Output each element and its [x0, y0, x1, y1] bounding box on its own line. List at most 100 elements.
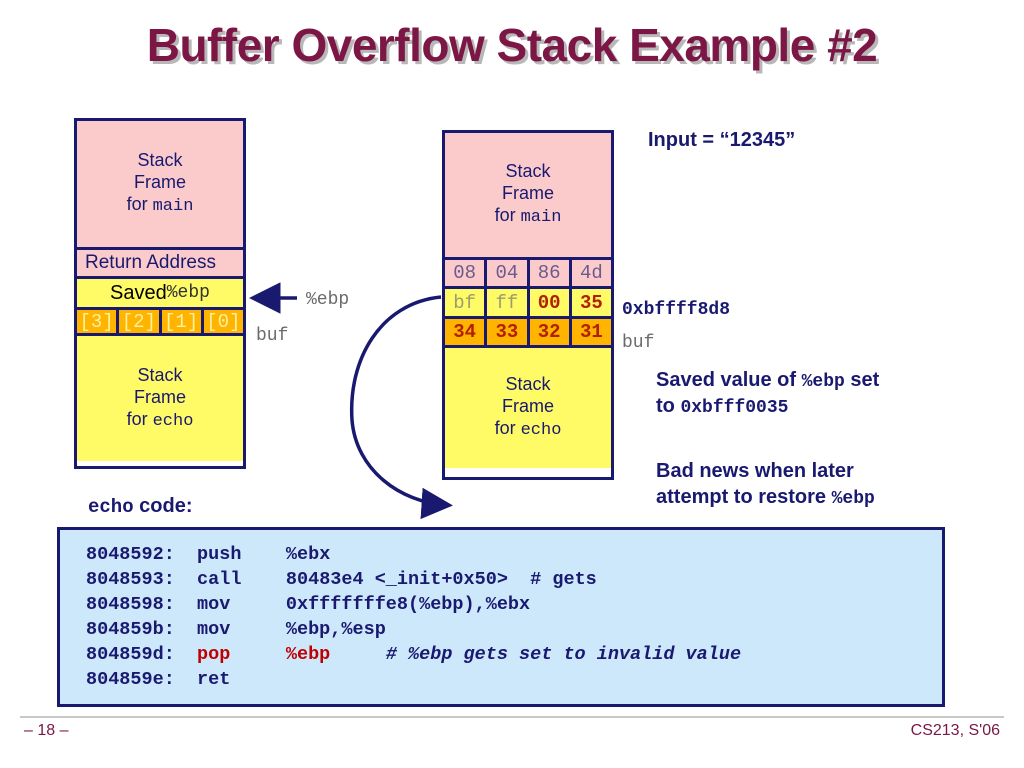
code-line-3: 8048598: mov 0xfffffffe8(%ebp),%ebx: [86, 594, 531, 615]
left-buf-label: buf: [256, 326, 289, 346]
saved-value-text-a: Saved value of: [656, 369, 802, 391]
code-line-1: 8048592: push %ebx: [86, 542, 942, 567]
right-return-address-bytes-row: 08 04 86 4d: [445, 260, 611, 289]
assembly-code-block: 8048592: push %ebx 8048593: call 80483e4…: [57, 527, 945, 707]
code-line-4-addr: 804859b:: [86, 619, 175, 640]
saved-value-note: Saved value of %ebp set to 0xbfff0035: [656, 368, 986, 420]
left-buf-row: [3] [2] [1] [0]: [77, 310, 243, 336]
bad-news-reg: %ebp: [831, 488, 875, 509]
left-saved-ebp-reg: %ebp: [166, 283, 210, 303]
right-ra-byte-1: 04: [487, 260, 530, 286]
right-main-line2: Frame: [501, 183, 554, 204]
left-stack-diagram: Stack Frame for main Return Address Save…: [74, 118, 246, 469]
saved-value-text-c: to: [656, 395, 681, 418]
left-echo-frame-label: Stack Frame for echo: [127, 365, 194, 433]
left-main-frame-label: Stack Frame for main: [127, 150, 194, 218]
left-main-frame-segment: Stack Frame for main: [77, 121, 243, 250]
left-echo-line1: Stack: [137, 364, 183, 385]
code-line-2-op: call: [197, 569, 242, 590]
page-title: Buffer Overflow Stack Example #2: [146, 19, 878, 71]
saved-value-reg: %ebp: [801, 372, 845, 392]
code-line-1-op: push: [197, 544, 242, 565]
bad-news-note: Bad news when later attempt to restore %…: [656, 459, 986, 511]
right-buf-label: buf: [622, 333, 655, 353]
left-echo-frame-segment: Stack Frame for echo: [77, 336, 243, 461]
left-echo-line3-mono: echo: [152, 411, 194, 431]
right-buf-byte-2: 32: [529, 319, 572, 345]
right-ra-byte-3: 4d: [571, 260, 611, 286]
code-line-3-args: 0xfffffff: [285, 594, 386, 615]
right-ebp-byte-0: bf: [445, 289, 488, 316]
right-echo-frame-segment: Stack Frame for echo: [445, 348, 611, 468]
saved-value-text-b: set: [844, 369, 880, 391]
right-address-label: 0xbffff8d8: [622, 300, 731, 320]
right-main-line1: Stack: [505, 161, 551, 182]
code-line-2-comment: # gets: [530, 569, 597, 590]
right-ebp-byte-2: 00: [529, 289, 572, 316]
code-line-6-op: ret: [197, 669, 231, 690]
page-number: – 18 –: [24, 722, 69, 739]
right-main-frame-segment: Stack Frame for main: [445, 133, 611, 260]
right-stack-diagram: Stack Frame for main 08 04 86 4d bf ff 0…: [442, 130, 614, 480]
code-line-5-addr: 804859d:: [86, 644, 175, 665]
code-line-1-addr: 8048592:: [86, 544, 175, 565]
left-buf-cell-0: [0]: [203, 310, 243, 333]
left-echo-line3-prefix: for: [126, 408, 153, 429]
left-buf-cell-2: [2]: [119, 310, 162, 333]
left-saved-ebp-segment: Saved %ebp: [77, 279, 243, 310]
left-ebp-pointer-label: %ebp: [306, 290, 350, 310]
input-note: Input = “12345”: [648, 129, 796, 151]
bad-news-line1: Bad news when later: [656, 460, 854, 482]
right-main-line3-prefix: for: [494, 205, 521, 226]
code-line-5-args: %ebp: [285, 644, 331, 665]
echo-code-heading: echo code:: [88, 495, 193, 518]
code-line-4: 804859b: mov %ebp,%esp: [86, 617, 942, 642]
right-echo-line3-mono: echo: [520, 421, 562, 441]
left-buf-cell-1: [1]: [161, 310, 204, 333]
bad-news-line2-text: attempt to restore: [656, 485, 832, 508]
right-ra-byte-2: 86: [529, 260, 572, 286]
code-line-3-addr: 8048598:: [86, 594, 175, 615]
code-line-2: 8048593: call 80483e4 <_init+0x50> # get…: [86, 567, 942, 592]
code-line-6: 804859e: ret: [86, 667, 942, 692]
left-main-line2: Frame: [133, 172, 186, 193]
footer-divider: [20, 716, 1004, 718]
code-line-3-op: mov: [197, 594, 231, 615]
right-main-line3-mono: main: [520, 208, 562, 228]
right-saved-ebp-bytes-row: bf ff 00 35: [445, 289, 611, 319]
echo-code-heading-mono: echo: [88, 496, 134, 518]
saved-value-hex: 0xbfff0035: [680, 398, 789, 419]
code-line-4-op: mov: [197, 619, 231, 640]
right-ebp-byte-1: ff: [487, 289, 530, 316]
left-main-line1: Stack: [137, 150, 183, 171]
right-buf-bytes-row: 34 33 32 31: [445, 319, 611, 348]
code-line-5-comment: # %ebp gets set to invalid value: [385, 644, 742, 665]
right-buf-byte-3: 31: [571, 319, 611, 345]
left-return-address-segment: Return Address: [77, 250, 243, 279]
left-return-address-label: Return Address: [85, 252, 216, 273]
code-line-6-addr: 804859e:: [86, 669, 175, 690]
echo-code-heading-rest: code:: [133, 495, 193, 517]
code-line-2-addr: 8048593:: [86, 569, 175, 590]
right-ra-byte-0: 08: [445, 260, 488, 286]
right-echo-frame-label: Stack Frame for echo: [495, 374, 562, 442]
code-line-4-args: %ebp,%esp: [285, 619, 386, 640]
right-echo-line3-prefix: for: [494, 418, 521, 439]
right-main-frame-label: Stack Frame for main: [495, 161, 562, 229]
code-line-2-args: 80483e4 <_init+0x50>: [285, 569, 508, 590]
course-label: CS213, S'06: [910, 722, 1000, 739]
right-echo-line1: Stack: [505, 374, 551, 395]
code-line-5-op: pop: [197, 644, 231, 665]
code-line-5: 804859d: pop %ebp # %ebp gets set to inv…: [86, 642, 942, 667]
left-buf-cell-3: [3]: [77, 310, 120, 333]
right-echo-line2: Frame: [501, 396, 554, 417]
right-buf-byte-0: 34: [445, 319, 488, 345]
left-echo-line2: Frame: [133, 386, 186, 407]
left-saved-ebp-text: Saved: [110, 281, 167, 304]
right-buf-byte-1: 33: [487, 319, 530, 345]
right-ebp-byte-3: 35: [571, 289, 611, 316]
left-main-line3-prefix: for: [126, 194, 153, 215]
overflow-curve-arrow: [349, 295, 453, 520]
code-line-1-args: %ebx: [285, 544, 331, 565]
